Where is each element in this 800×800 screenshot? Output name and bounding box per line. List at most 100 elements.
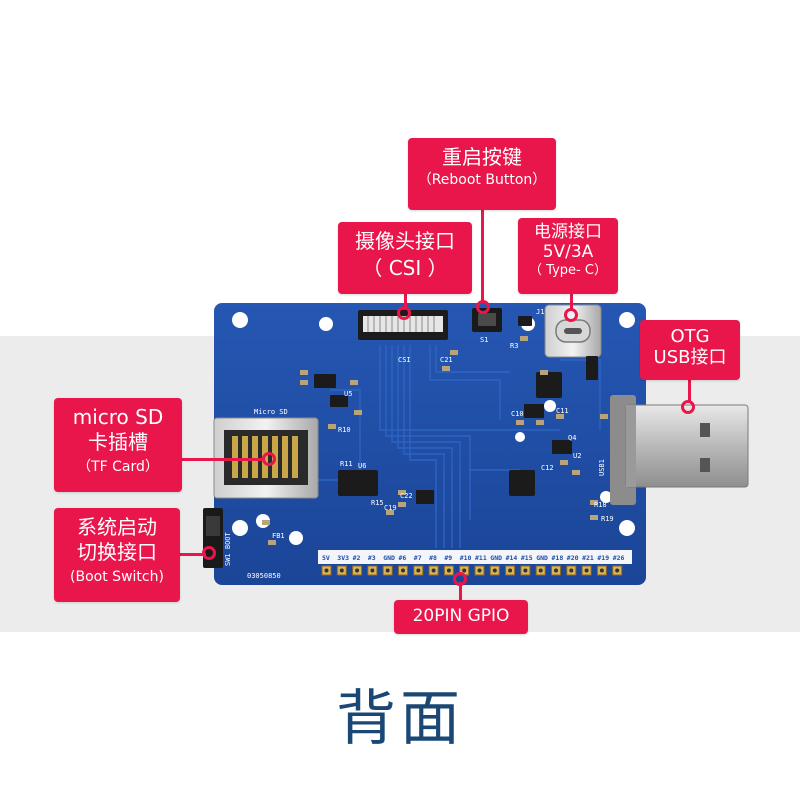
gpio-pin-label: #9 (444, 554, 452, 562)
power-callout-title: 电源接口 (534, 222, 602, 242)
silk-u5: U5 (344, 390, 352, 398)
silk-serial: 03050850 (247, 572, 281, 580)
gpio-pin-hole (569, 568, 574, 573)
gpio-pin-hole (584, 568, 589, 573)
boot-callout-title: 系统启动 (77, 515, 157, 539)
reboot-callout-subtitle: （Reboot Button） (417, 172, 547, 188)
gpio-pin-label: #18 (552, 554, 564, 562)
silk-boot: SW1 BOOT (224, 531, 232, 566)
gpio-pin-hole (508, 568, 513, 573)
gpio-pin-hole (446, 568, 451, 573)
microsd-callout-subtitle: （TF Card） (77, 459, 159, 475)
reboot-pointer-dot (476, 300, 490, 314)
gpio-pin-label: #11 (475, 554, 487, 562)
gpio-pin-label: #6 (399, 554, 407, 562)
otg-callout-title: OTG (670, 326, 710, 347)
boot-pointer-dot (202, 546, 216, 560)
silk-c21: C21 (440, 356, 453, 364)
silk-fb1: FB1 (272, 532, 285, 540)
gpio-pin-hole (324, 568, 329, 573)
boot-switch-callout: 系统启动 切换接口 (Boot Switch) (54, 508, 180, 602)
silk-q4: Q4 (568, 434, 576, 442)
power-callout-spec: 5V/3A (542, 241, 594, 262)
microsd-callout-title: micro SD (72, 405, 164, 429)
gpio-pin-hole (615, 568, 620, 573)
ic-chips (314, 316, 598, 504)
csi-connector-line (404, 294, 407, 308)
power-callout-subtitle: （ Type- C） (529, 263, 607, 279)
silk-usb: USB1 (598, 459, 606, 476)
gpio-pin-label: 5V (322, 554, 330, 562)
silk-c10: C10 (511, 410, 524, 418)
reboot-connector-line (481, 210, 484, 302)
gpio-pin-label: GND (383, 554, 395, 562)
gpio-pin-hole (401, 568, 405, 573)
microsd-callout: micro SD 卡插槽 （TF Card） (54, 398, 182, 492)
gpio-pin-hole (462, 568, 467, 573)
gpio-pin-label: #10 (460, 554, 472, 562)
reboot-button-callout: 重启按键 （Reboot Button） (408, 138, 556, 210)
gpio-callout: 20PIN GPIO (394, 600, 528, 634)
csi-connector (358, 310, 448, 340)
silk-c11: C11 (556, 407, 569, 415)
gpio-pin-label: #20 (567, 554, 579, 562)
gpio-pin-label: #19 (597, 554, 609, 562)
gpio-pin-label: #2 (353, 554, 361, 562)
gpio-pin-label: #7 (414, 554, 422, 562)
gpio-connector-line (459, 582, 462, 600)
gpio-pin-hole (339, 568, 344, 573)
gpio-pin-label: #3 (368, 554, 376, 562)
boot-callout-title2: 切换接口 (77, 540, 157, 564)
silk-u6: U6 (358, 462, 366, 470)
gpio-pin-label: #8 (429, 554, 437, 562)
page-title: 背面 (336, 684, 464, 754)
reboot-callout-title: 重启按键 (442, 145, 522, 169)
silk-csi: CSI (398, 356, 411, 364)
microsd-connector-line (182, 458, 264, 461)
gpio-pin-hole (492, 568, 497, 573)
power-callout: 电源接口 5V/3A （ Type- C） (518, 218, 618, 294)
passive-components (262, 336, 608, 545)
boot-callout-subtitle: (Boot Switch) (70, 569, 164, 585)
gpio-pin-hole (523, 568, 528, 573)
otg-callout-title2: USB接口 (653, 346, 727, 368)
usb-a-connector (610, 395, 749, 505)
pcb-traces (299, 345, 601, 548)
csi-callout-title: 摄像头接口 (355, 229, 455, 253)
silk-c12: C12 (541, 464, 554, 472)
silk-r15: R15 (371, 499, 384, 507)
silk-j1: J1 (536, 308, 544, 316)
silk-c19: C19 (384, 504, 397, 512)
gpio-pin-hole (355, 568, 360, 573)
gpio-pin-label: #26 (613, 554, 625, 562)
silk-microsd: Micro SD (254, 408, 288, 416)
silk-u2: U2 (573, 452, 581, 460)
gpio-callout-title: 20PIN GPIO (412, 606, 510, 626)
gpio-pin-hole (538, 568, 543, 573)
gpio-pin-hole (599, 568, 604, 573)
power-connector-line (570, 294, 573, 310)
power-pointer-dot (564, 308, 578, 322)
gpio-pin-hole (554, 568, 558, 573)
silk-r11: R11 (340, 460, 353, 468)
otg-callout: OTG USB接口 (640, 320, 740, 380)
silk-r19: R19 (601, 515, 614, 523)
silk-c22: C22 (400, 492, 413, 500)
silkscreen-labels: CSI Micro SD USB1 03050850 S1 J1 U5 U6 U… (224, 308, 614, 580)
otg-pointer-dot (681, 400, 695, 414)
gpio-pin-label: #21 (582, 554, 594, 562)
gpio-pin-label: GND (490, 554, 502, 562)
gpio-pointer-dot (453, 572, 467, 586)
gpio-pin-label: #14 (506, 554, 518, 562)
gpio-pin-hole (477, 568, 482, 573)
boot-connector-line (180, 553, 206, 556)
gpio-pin-hole (431, 568, 436, 573)
csi-pointer-dot (397, 306, 411, 320)
silk-s1: S1 (480, 336, 488, 344)
csi-callout: 摄像头接口 （ CSI ） (338, 222, 472, 294)
otg-connector-line (688, 380, 691, 402)
reboot-button-component (472, 308, 502, 332)
